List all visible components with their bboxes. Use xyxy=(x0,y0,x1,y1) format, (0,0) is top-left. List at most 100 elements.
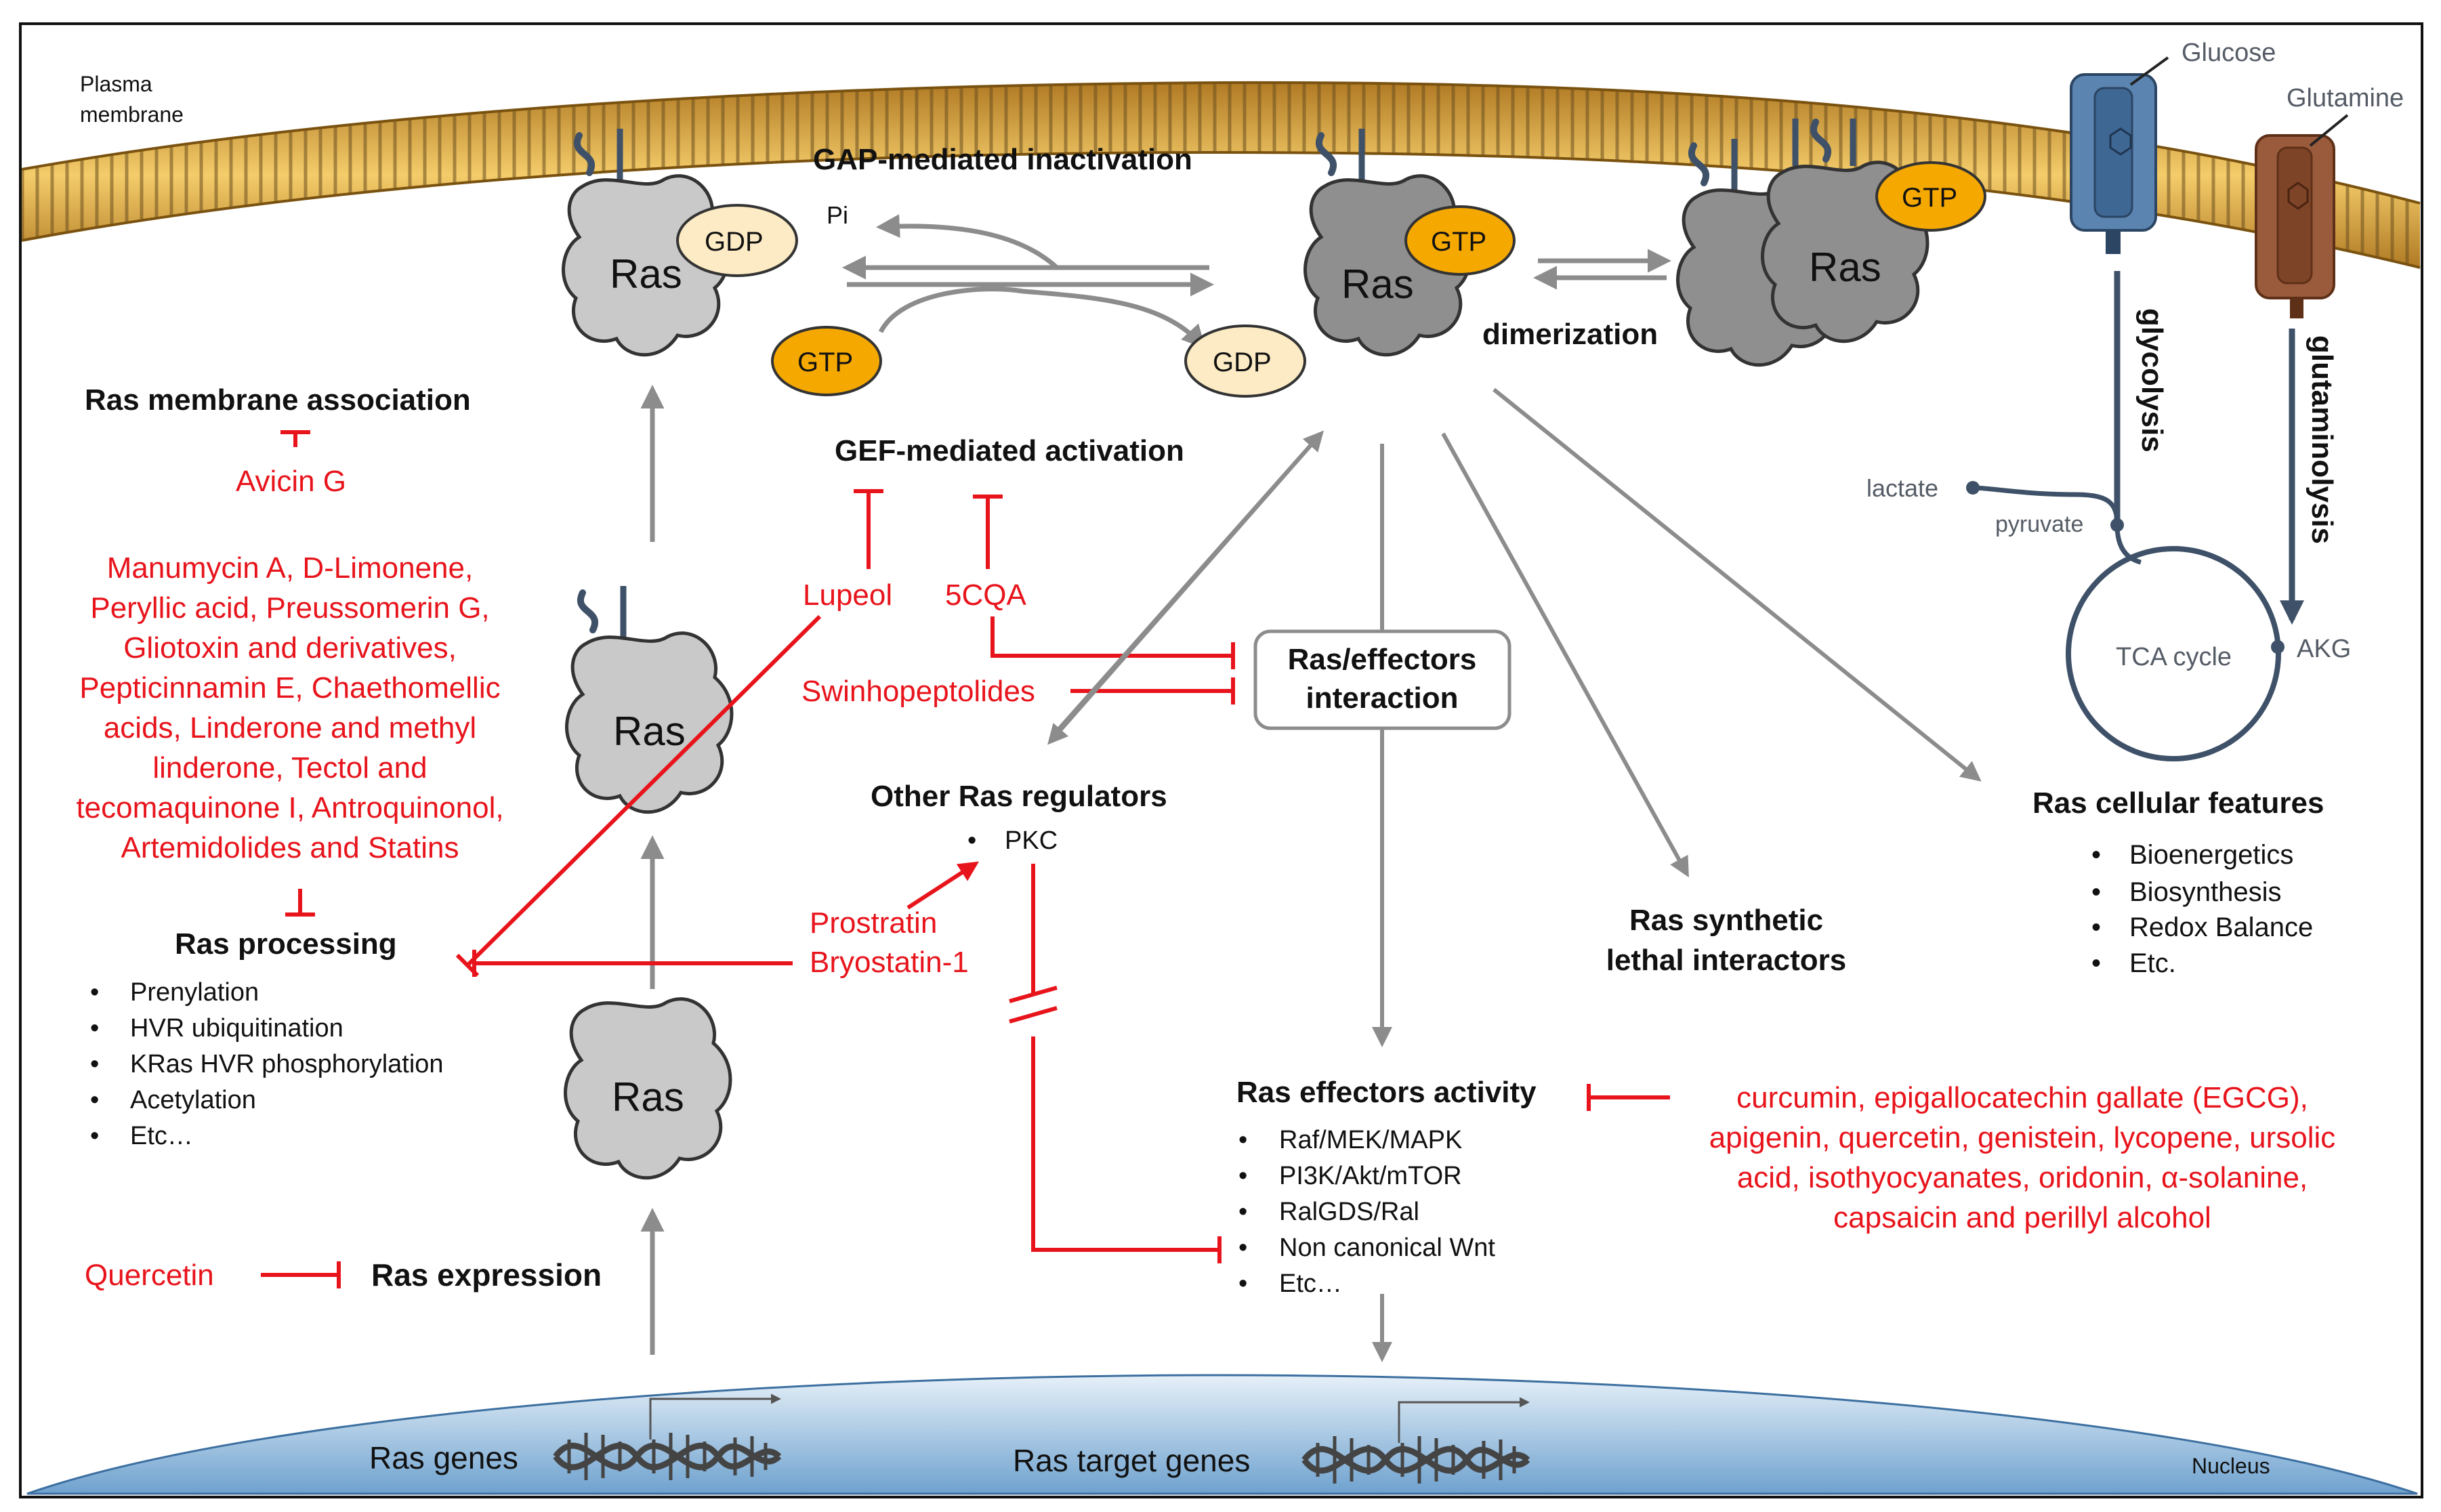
inhibition-arrow xyxy=(472,950,793,977)
quercetin-label: Quercetin xyxy=(85,1259,214,1292)
effectors-title: Ras effectors activity xyxy=(1236,1076,1537,1109)
gap-title: GAP-mediated inactivation xyxy=(813,143,1192,176)
svg-text:•: • xyxy=(90,1050,99,1078)
effector-arrows xyxy=(1047,387,1982,1362)
svg-text:Peryllic acid, Preussomerin G,: Peryllic acid, Preussomerin G, xyxy=(90,591,489,625)
svg-text:•: • xyxy=(1238,1126,1247,1154)
gap-gef-arrows xyxy=(842,214,1671,350)
gdp-token: GDP xyxy=(1184,324,1306,398)
inhibition-arrow xyxy=(1070,677,1235,705)
svg-text:Biosynthesis: Biosynthesis xyxy=(2129,877,2282,907)
svg-text:Non canonical Wnt: Non canonical Wnt xyxy=(1279,1234,1495,1262)
activation-arrow xyxy=(906,861,980,910)
svg-text:Artemidolides and Statins: Artemidolides and Statins xyxy=(121,831,459,864)
dna-icon xyxy=(1301,1397,1530,1484)
svg-text:Gliotoxin and derivatives,: Gliotoxin and derivatives, xyxy=(123,631,457,665)
tca-cycle-circle xyxy=(2066,546,2281,761)
ras-target-genes-label: Ras target genes xyxy=(1013,1443,1250,1478)
lethal-line2: lethal interactors xyxy=(1606,944,1847,977)
other-regulators-title: Other Ras regulators xyxy=(871,780,1167,813)
ras-genes-label: Ras genes xyxy=(369,1440,518,1475)
inhibition-bar xyxy=(280,430,310,447)
inhibition-arrow xyxy=(261,1261,341,1288)
svg-text:HVR ubiquitination: HVR ubiquitination xyxy=(130,1014,343,1043)
svg-text:Etc…: Etc… xyxy=(1279,1269,1342,1298)
pi-label: Pi xyxy=(827,201,848,229)
akg-node xyxy=(2271,640,2284,654)
glutaminolysis-label: glutaminolysis xyxy=(2306,335,2339,544)
svg-text:Prenylation: Prenylation xyxy=(130,978,259,1007)
gtp-badge: GTP xyxy=(1431,227,1486,257)
svg-text:curcumin, epigallocatechin gal: curcumin, epigallocatechin gallate (EGCG… xyxy=(1736,1081,2308,1114)
expression-title: Ras expression xyxy=(371,1257,602,1293)
ras-label: Ras xyxy=(610,251,682,297)
glucose-transporter-icon xyxy=(2070,56,2169,254)
figure-frame xyxy=(19,22,2423,1498)
svg-text:•: • xyxy=(90,978,99,1007)
svg-text:GTP: GTP xyxy=(797,348,853,377)
inhibition-arrow xyxy=(990,616,1235,669)
svg-text:Pepticinnamin E, Chaethomellic: Pepticinnamin E, Chaethomellic xyxy=(79,671,500,705)
natural-compounds-list: curcumin, epigallocatechin gallate (EGCG… xyxy=(1709,1081,2336,1234)
svg-text:PI3K/Akt/mTOR: PI3K/Akt/mTOR xyxy=(1279,1162,1462,1190)
ras-protein-processing: Ras xyxy=(566,586,732,812)
swinhopeptolides-label: Swinhopeptolides xyxy=(801,675,1035,708)
pkc-wnt-inhibition xyxy=(1031,864,1222,1263)
inhibition-bar xyxy=(854,489,883,569)
svg-text:•: • xyxy=(2091,840,2101,870)
gtp-token: GTP xyxy=(771,326,882,396)
svg-text:•: • xyxy=(1238,1269,1247,1298)
svg-text:Etc.: Etc. xyxy=(2129,948,2176,978)
svg-text:tecomaquinone I, Antroquinonol: tecomaquinone I, Antroquinonol, xyxy=(76,791,503,824)
avicin-label: Avicin G xyxy=(236,465,346,498)
membrane-label-line2: membrane xyxy=(80,102,184,127)
membrane-label-line1: Plasma xyxy=(80,72,152,96)
membrane-association-title: Ras membrane association xyxy=(85,383,471,417)
ras-protein-gtp: Ras GTP xyxy=(1305,129,1516,355)
inhibition-bar xyxy=(285,889,315,917)
plasma-membrane xyxy=(21,81,2421,269)
svg-text:acids, Linderone and methyl: acids, Linderone and methyl xyxy=(104,711,476,744)
ras-label: Ras xyxy=(613,709,686,754)
interaction-line1: Ras/effectors xyxy=(1288,643,1477,676)
features-title: Ras cellular features xyxy=(2032,786,2324,820)
svg-text:Bioenergetics: Bioenergetics xyxy=(2129,840,2293,870)
processing-title: Ras processing xyxy=(175,927,397,961)
features-items: •Bioenergetics •Biosynthesis •Redox Bala… xyxy=(2091,840,2313,978)
gef-title: GEF-mediated activation xyxy=(835,434,1184,467)
ras-dimer: Ras GTP xyxy=(1677,119,1986,365)
glutamine-transporter-icon xyxy=(2255,114,2349,318)
gdp-badge: GDP xyxy=(705,227,764,257)
inhibition-bar xyxy=(973,495,1003,569)
lupeol-label: Lupeol xyxy=(803,579,892,612)
effectors-items: •Raf/MEK/MAPK •PI3K/Akt/mTOR •RalGDS/Ral… xyxy=(1238,1126,1495,1298)
svg-text:Raf/MEK/MAPK: Raf/MEK/MAPK xyxy=(1279,1126,1462,1154)
svg-text:•: • xyxy=(1238,1198,1247,1226)
ras-protein-expressed: Ras xyxy=(565,999,730,1178)
lactate-node xyxy=(1966,481,1980,495)
interaction-line2: interaction xyxy=(1306,681,1459,715)
svg-text:Acetylation: Acetylation xyxy=(130,1086,256,1114)
glycolysis-label: glycolysis xyxy=(2135,308,2169,453)
gtp-badge: GTP xyxy=(1902,183,1957,213)
svg-text:•: • xyxy=(90,1086,99,1114)
svg-text:capsaicin and perillyl alcohol: capsaicin and perillyl alcohol xyxy=(1833,1201,2211,1234)
svg-text:•: • xyxy=(1238,1234,1247,1262)
svg-text:•: • xyxy=(1238,1162,1247,1190)
processing-inhibitors-list: Manumycin A, D-Limonene, Peryllic acid, … xyxy=(76,551,503,864)
lactate-branch xyxy=(1972,485,2120,526)
svg-text:Manumycin A, D-Limonene,: Manumycin A, D-Limonene, xyxy=(107,551,473,585)
ras-protein-gdp: Ras GDP xyxy=(563,129,798,355)
svg-text:apigenin, quercetin, genistein: apigenin, quercetin, genistein, lycopene… xyxy=(1709,1121,2336,1154)
akg-label: AKG xyxy=(2297,635,2351,663)
svg-text:KRas HVR phosphorylation: KRas HVR phosphorylation xyxy=(130,1050,444,1078)
glucose-label: Glucose xyxy=(2182,39,2276,67)
svg-text:Etc…: Etc… xyxy=(130,1122,193,1150)
svg-text:Redox Balance: Redox Balance xyxy=(2129,912,2313,942)
svg-text:•: • xyxy=(90,1122,99,1150)
dimerization-label: dimerization xyxy=(1482,318,1658,351)
lethal-line1: Ras synthetic xyxy=(1629,904,1823,937)
ras-label: Ras xyxy=(612,1074,684,1120)
break-mark xyxy=(1009,986,1058,1024)
